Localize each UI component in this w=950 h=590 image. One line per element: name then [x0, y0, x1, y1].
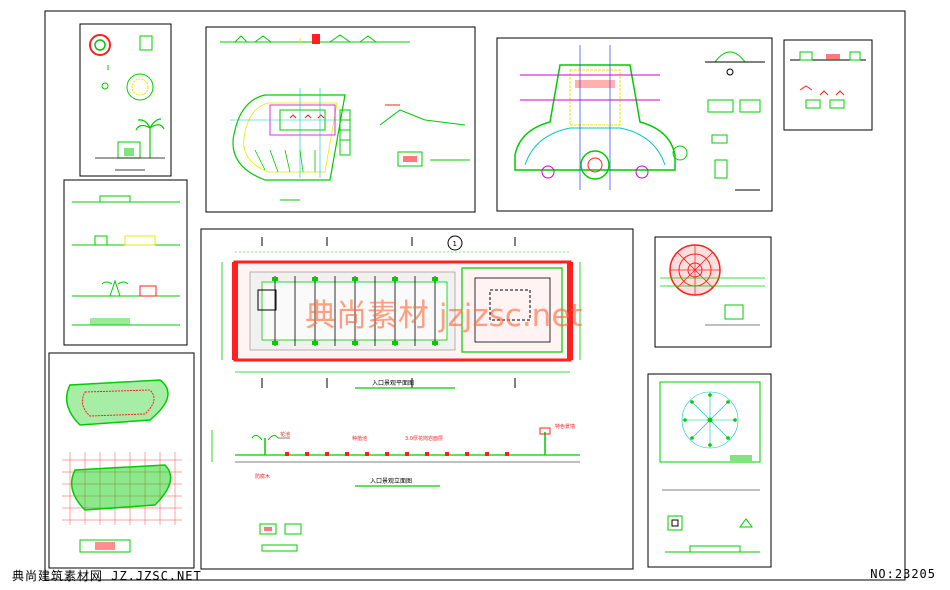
label-feature-wall: 特色景墙: [555, 423, 575, 430]
label-granite: 3.0厚花岗岩面层: [405, 435, 443, 442]
palm-tree-icon: [135, 118, 165, 158]
label-wood: 防腐木: [255, 473, 270, 480]
detail-ref-number: 1: [453, 240, 457, 248]
sheet-border: [44, 10, 906, 581]
panel-circular-paving: [654, 236, 772, 348]
section-caption: 入口景观立面图: [370, 477, 412, 485]
footer-source: 典尚建筑素材网 JZ.JZSC.NET: [12, 569, 202, 583]
panel-section-details: [63, 179, 188, 346]
panel-plaza-plans: [48, 352, 195, 569]
tree-markers: [274, 276, 436, 346]
panel-fountain-plan: [496, 37, 773, 212]
panel-radial-sculpture: [647, 373, 772, 568]
panel-feature-elevation: [79, 23, 172, 177]
fountain-icon: [580, 150, 610, 180]
panel-oval-plaza: [205, 26, 476, 213]
plan-caption: 入口景观平面图: [372, 380, 414, 387]
elevation-posts: [264, 432, 546, 455]
planter-icon: [101, 279, 129, 297]
detail-reference-icon: [447, 235, 463, 251]
label-planting-pool: 种植池: [352, 435, 367, 442]
footer-number: NO:23205: [870, 567, 936, 581]
panel-entrance-main: 1 入口景观平面图 花池 种植池 3.0厚花岗岩面层 防腐木 特色景墙 入口景观…: [200, 228, 634, 570]
round-feature-icon: [89, 34, 111, 56]
label-flower-pool: 花池: [280, 431, 290, 438]
watermark: 典尚素材 jzjzsc.net: [305, 298, 583, 334]
panel-detail-small: [783, 39, 873, 131]
